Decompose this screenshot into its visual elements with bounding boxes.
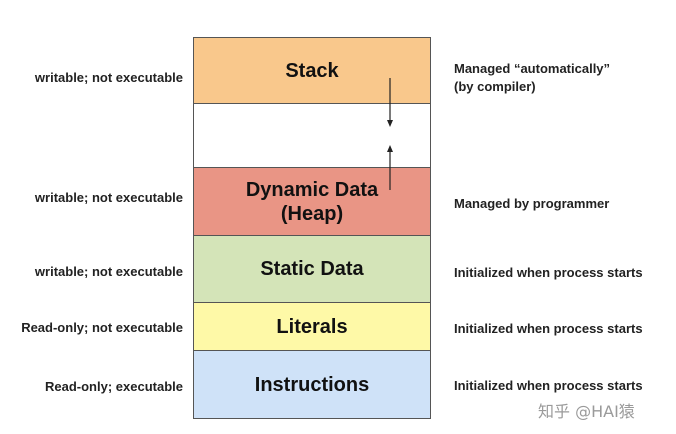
right-note-stack: Managed “automatically” (by compiler) <box>454 61 611 94</box>
segment-instructions: Instructions <box>193 350 431 419</box>
right-note-static-data: Initialized when process starts <box>454 265 643 280</box>
segment-literals-label: Literals <box>276 315 348 338</box>
segment-heap-label: Dynamic Data (Heap) <box>245 178 379 225</box>
segment-instructions-label: Instructions <box>254 373 370 396</box>
left-note-heap: writable; not executable <box>34 190 183 205</box>
segment-heap: Dynamic Data (Heap) <box>193 167 431 236</box>
left-note-instructions: Read-only; executable <box>45 379 183 394</box>
left-note-literals: Read-only; not executable <box>21 320 183 335</box>
segment-stack: Stack <box>193 37 431 104</box>
segment-stack-label: Stack <box>285 59 339 82</box>
left-note-static-data: writable; not executable <box>34 264 183 279</box>
segment-literals: Literals <box>193 302 431 351</box>
segment-static-data: Static Data <box>193 235 431 303</box>
right-note-heap: Managed by programmer <box>454 196 610 211</box>
segment-free-space <box>193 103 431 168</box>
left-note-stack: writable; not executable <box>34 70 183 85</box>
segment-static-data-label: Static Data <box>260 258 364 280</box>
right-note-instructions: Initialized when process starts <box>454 378 643 393</box>
watermark: 知乎 @HAI猿 <box>538 402 635 421</box>
right-note-literals: Initialized when process starts <box>454 321 643 336</box>
